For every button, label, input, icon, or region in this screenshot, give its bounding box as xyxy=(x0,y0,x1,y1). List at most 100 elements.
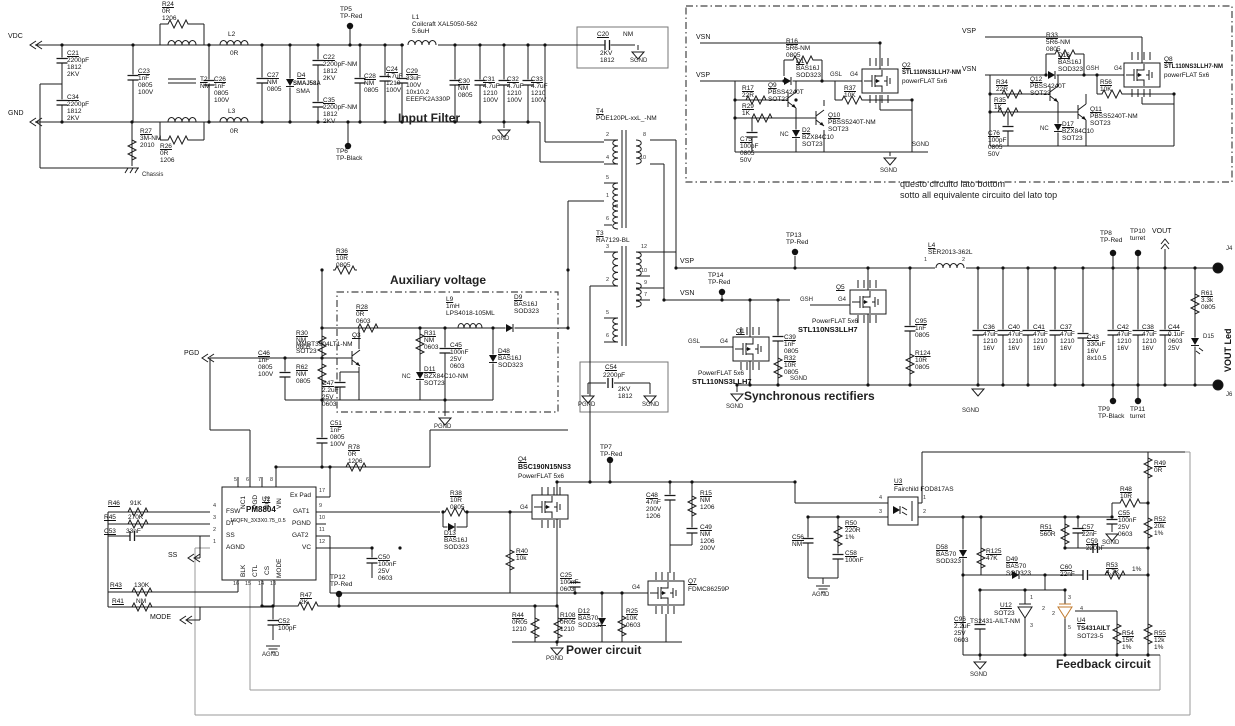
power-fdmc86259p: FDMC86259P xyxy=(688,586,730,593)
ic-4: 4 xyxy=(213,503,217,509)
fb-sot23: SOT23 xyxy=(994,610,1015,617)
aux-nc: NC xyxy=(402,374,411,380)
if-smaj58a: SMAJ58A xyxy=(293,81,321,87)
if-chassis: Chassis xyxy=(142,172,164,178)
ic-16qfn_3x3x075_05: 16QFN_3X3X0.75_0.5 xyxy=(230,518,286,524)
out-1: 1 xyxy=(924,257,928,263)
trbox-gsh: GSH xyxy=(1086,66,1100,72)
ic-c53: C53 xyxy=(104,528,116,535)
aux-q3: Q3 xyxy=(352,332,361,339)
if-c20: C20 xyxy=(597,31,609,38)
ic-gat2: GAT2 xyxy=(292,532,309,539)
trbox-powerflat: powerFLAT 5x6 xyxy=(902,78,948,85)
power-q4: Q4 xyxy=(518,456,527,463)
if-gnd: GND xyxy=(8,110,24,117)
sync-sgnd: SGND xyxy=(790,376,808,382)
ic-vc: VC xyxy=(302,544,312,551)
fb-u12: U12 xyxy=(1000,602,1012,609)
sync-gsl: GSL xyxy=(688,339,701,345)
sync-stl110ns3llh7: STL110NS3LLH7 xyxy=(692,377,752,386)
out-d15: D15 xyxy=(1203,334,1215,340)
trbox-questo: questo circuito lato bottom xyxy=(900,179,1006,189)
power-g4: G4 xyxy=(632,585,641,591)
trbox-vsn: VSN xyxy=(696,34,711,41)
trbox-q8: Q8 xyxy=(1164,56,1173,63)
sync-powerflat: PowerFLAT 5x6 xyxy=(812,318,859,325)
trbox-g4: G4 xyxy=(1114,66,1123,72)
sync-g4: G4 xyxy=(720,339,729,345)
junction-dots xyxy=(60,41,1197,657)
power-q7: Q7 xyxy=(688,578,697,585)
ic-ss: SS xyxy=(168,552,178,559)
trbox-powerflat: powerFLAT 5x6 xyxy=(1164,72,1210,79)
ic-vin: VIN xyxy=(276,498,283,509)
ic-gat1: GAT1 xyxy=(293,508,310,515)
fb-3: 3 xyxy=(1068,595,1072,601)
if-vdc: VDC xyxy=(8,33,23,40)
connector-j6 xyxy=(1212,379,1224,391)
ic-16: 16 xyxy=(233,581,240,587)
trbox-gsl: GSL xyxy=(830,72,843,78)
fb-2: 2 xyxy=(1052,611,1056,617)
fb-1: 1% xyxy=(1132,566,1142,573)
vout-led-label: VOUT Led xyxy=(1223,328,1233,372)
out-j4: J4 xyxy=(1226,246,1233,252)
if-0r: 0R xyxy=(230,50,239,57)
aux-pgnd: PGND xyxy=(434,424,452,430)
out-j6: J6 xyxy=(1226,392,1233,398)
iso-pgnd: PGND xyxy=(578,402,596,408)
fb-sot23-5: SOT23-5 xyxy=(1077,633,1104,640)
ic-33nf: 33nF xyxy=(126,528,141,535)
sync-synchronous: Synchronous rectifiers xyxy=(744,389,875,403)
sync-sgnd: SGND xyxy=(726,404,744,410)
trbox-stl110ns3llh7-nm: STL110NS3LLH7-NM xyxy=(902,70,962,76)
fb-ts431ailt: TS431AILT xyxy=(1077,625,1111,632)
ic-12: 12 xyxy=(319,539,326,545)
trbox-sgnd: SGND xyxy=(912,142,930,148)
ic-91k: 91K xyxy=(130,500,142,507)
ic-nm: NM xyxy=(136,598,147,605)
ic-10: 10 xyxy=(319,515,326,521)
ic-r43: R43 xyxy=(110,582,122,589)
